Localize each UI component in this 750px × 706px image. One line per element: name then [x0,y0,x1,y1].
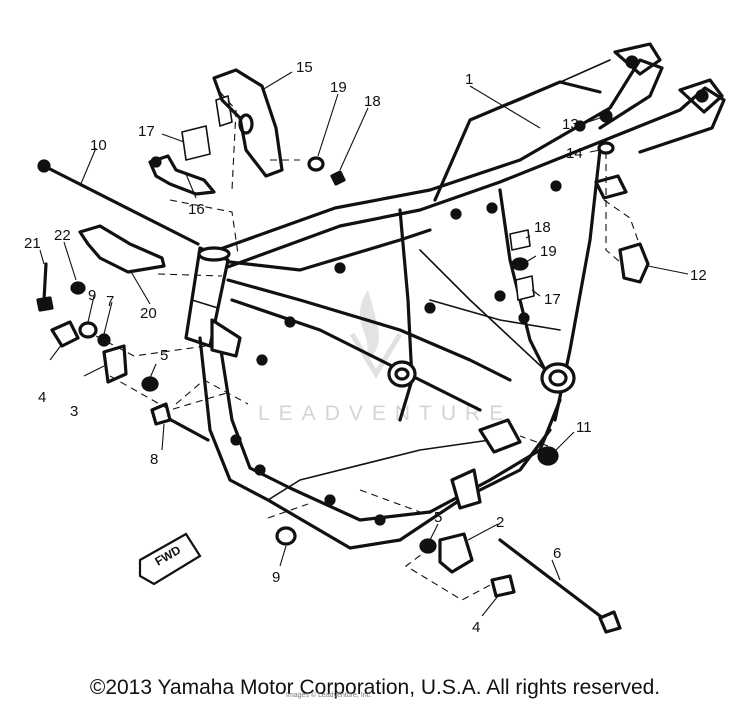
callout-5-left: 5 [160,347,168,364]
part-13-bolt[interactable] [599,109,613,123]
callout-9-lower: 9 [272,569,280,586]
rear-mount-right [678,78,724,114]
rear-subframe-top [433,80,602,202]
part-12-bracket[interactable] [618,242,650,284]
part-18-spring[interactable] [509,229,531,251]
callout-18-mid: 18 [534,219,551,236]
callout-5-right: 5 [434,509,442,526]
fwd-arrow: FWD [138,532,202,586]
part-22-washer[interactable] [70,281,86,295]
center-tube-b [230,298,482,412]
part-5-nut-left[interactable] [141,376,159,392]
part-14-washer[interactable] [597,141,615,155]
main-frame[interactable] [184,42,726,550]
part-4-bolt-left[interactable] [50,320,80,348]
callouts: 1 2 3 4 4 5 5 6 7 8 9 9 10 11 12 13 14 1… [24,59,707,636]
part-20-bracket[interactable] [78,224,166,274]
engine-mount-boss [387,360,417,388]
callout-12: 12 [690,267,707,284]
callout-11: 11 [576,419,592,436]
image-credit: Images © Leadventure, Inc. [286,692,373,699]
callout-7: 7 [106,293,114,310]
callout-20: 20 [140,305,157,322]
callout-21: 21 [24,235,41,252]
part-9-nut-left[interactable] [78,321,98,339]
v-logo-icon [349,332,403,379]
top-crossmember [228,228,432,272]
part-18-bolt-upper[interactable] [330,170,346,186]
part-16-clamp[interactable] [148,154,216,196]
part-19-washer-upper[interactable] [307,156,325,172]
head-gusset [210,318,242,358]
loose-parts [36,68,650,634]
upper-rail-right [223,86,726,270]
seat-bracket [594,174,628,200]
callout-17-upper: 17 [138,123,155,140]
swingarm-pivot-boss [540,362,576,394]
callout-10: 10 [90,137,107,154]
callout-19-mid: 19 [540,243,557,260]
lower-bracket-plate [450,468,482,510]
copyright-notice: ©2013 Yamaha Motor Corporation, U.S.A. A… [89,676,661,699]
callout-17-mid: 17 [544,291,561,308]
callout-22: 22 [54,227,71,244]
upper-rail-left [210,58,664,254]
part-17-pad[interactable] [181,125,211,161]
callout-1: 1 [465,71,473,88]
callout-13: 13 [562,116,579,133]
frame-exploded-diagram: LEADVENTURE [24,42,726,636]
watermark: LEADVENTURE [258,290,512,425]
fwd-arrow-icon [138,532,202,586]
lower-mount-bracket [478,418,522,454]
part-11-nut[interactable] [537,446,559,466]
part-21-bolt[interactable] [42,262,48,302]
rear-upright-left [398,208,414,422]
flame-logo-icon [359,290,379,362]
callout-16: 16 [188,201,205,218]
center-tube-a [226,278,512,382]
callout-18-upper: 18 [364,93,381,110]
front-downtube-left [198,336,402,550]
lower-cradle-left [398,428,552,542]
callout-4-right: 4 [472,619,480,636]
callout-19-upper: 19 [330,79,347,96]
callout-3: 3 [70,403,78,420]
callout-6: 6 [553,545,561,562]
part-9-nut-lower[interactable] [275,526,297,546]
callout-4-left: 4 [38,389,46,406]
part-19-washer-mid[interactable] [511,257,529,271]
assembly-lines [95,91,641,601]
part-2-bracket[interactable] [438,532,474,574]
front-downtube-right [218,342,432,522]
callout-9-upper: 9 [88,287,96,304]
part-10-long-bolt[interactable] [42,164,200,246]
callout-15: 15 [296,59,313,76]
part-5-nut-right[interactable] [419,538,437,554]
leader-lines [39,71,689,617]
callout-2: 2 [496,514,504,531]
part-6-long-bolt[interactable] [498,538,610,624]
part-17-pad-mid[interactable] [515,275,535,301]
callout-14: 14 [566,145,583,162]
part-3-bracket[interactable] [102,344,128,384]
callout-8: 8 [150,451,158,468]
part-4-bolt-right[interactable] [490,574,516,598]
watermark-text: LEADVENTURE [258,402,512,425]
part-7-spacer[interactable] [97,333,111,347]
rear-subframe-brace [469,59,611,121]
part-15-cover[interactable] [212,68,284,178]
